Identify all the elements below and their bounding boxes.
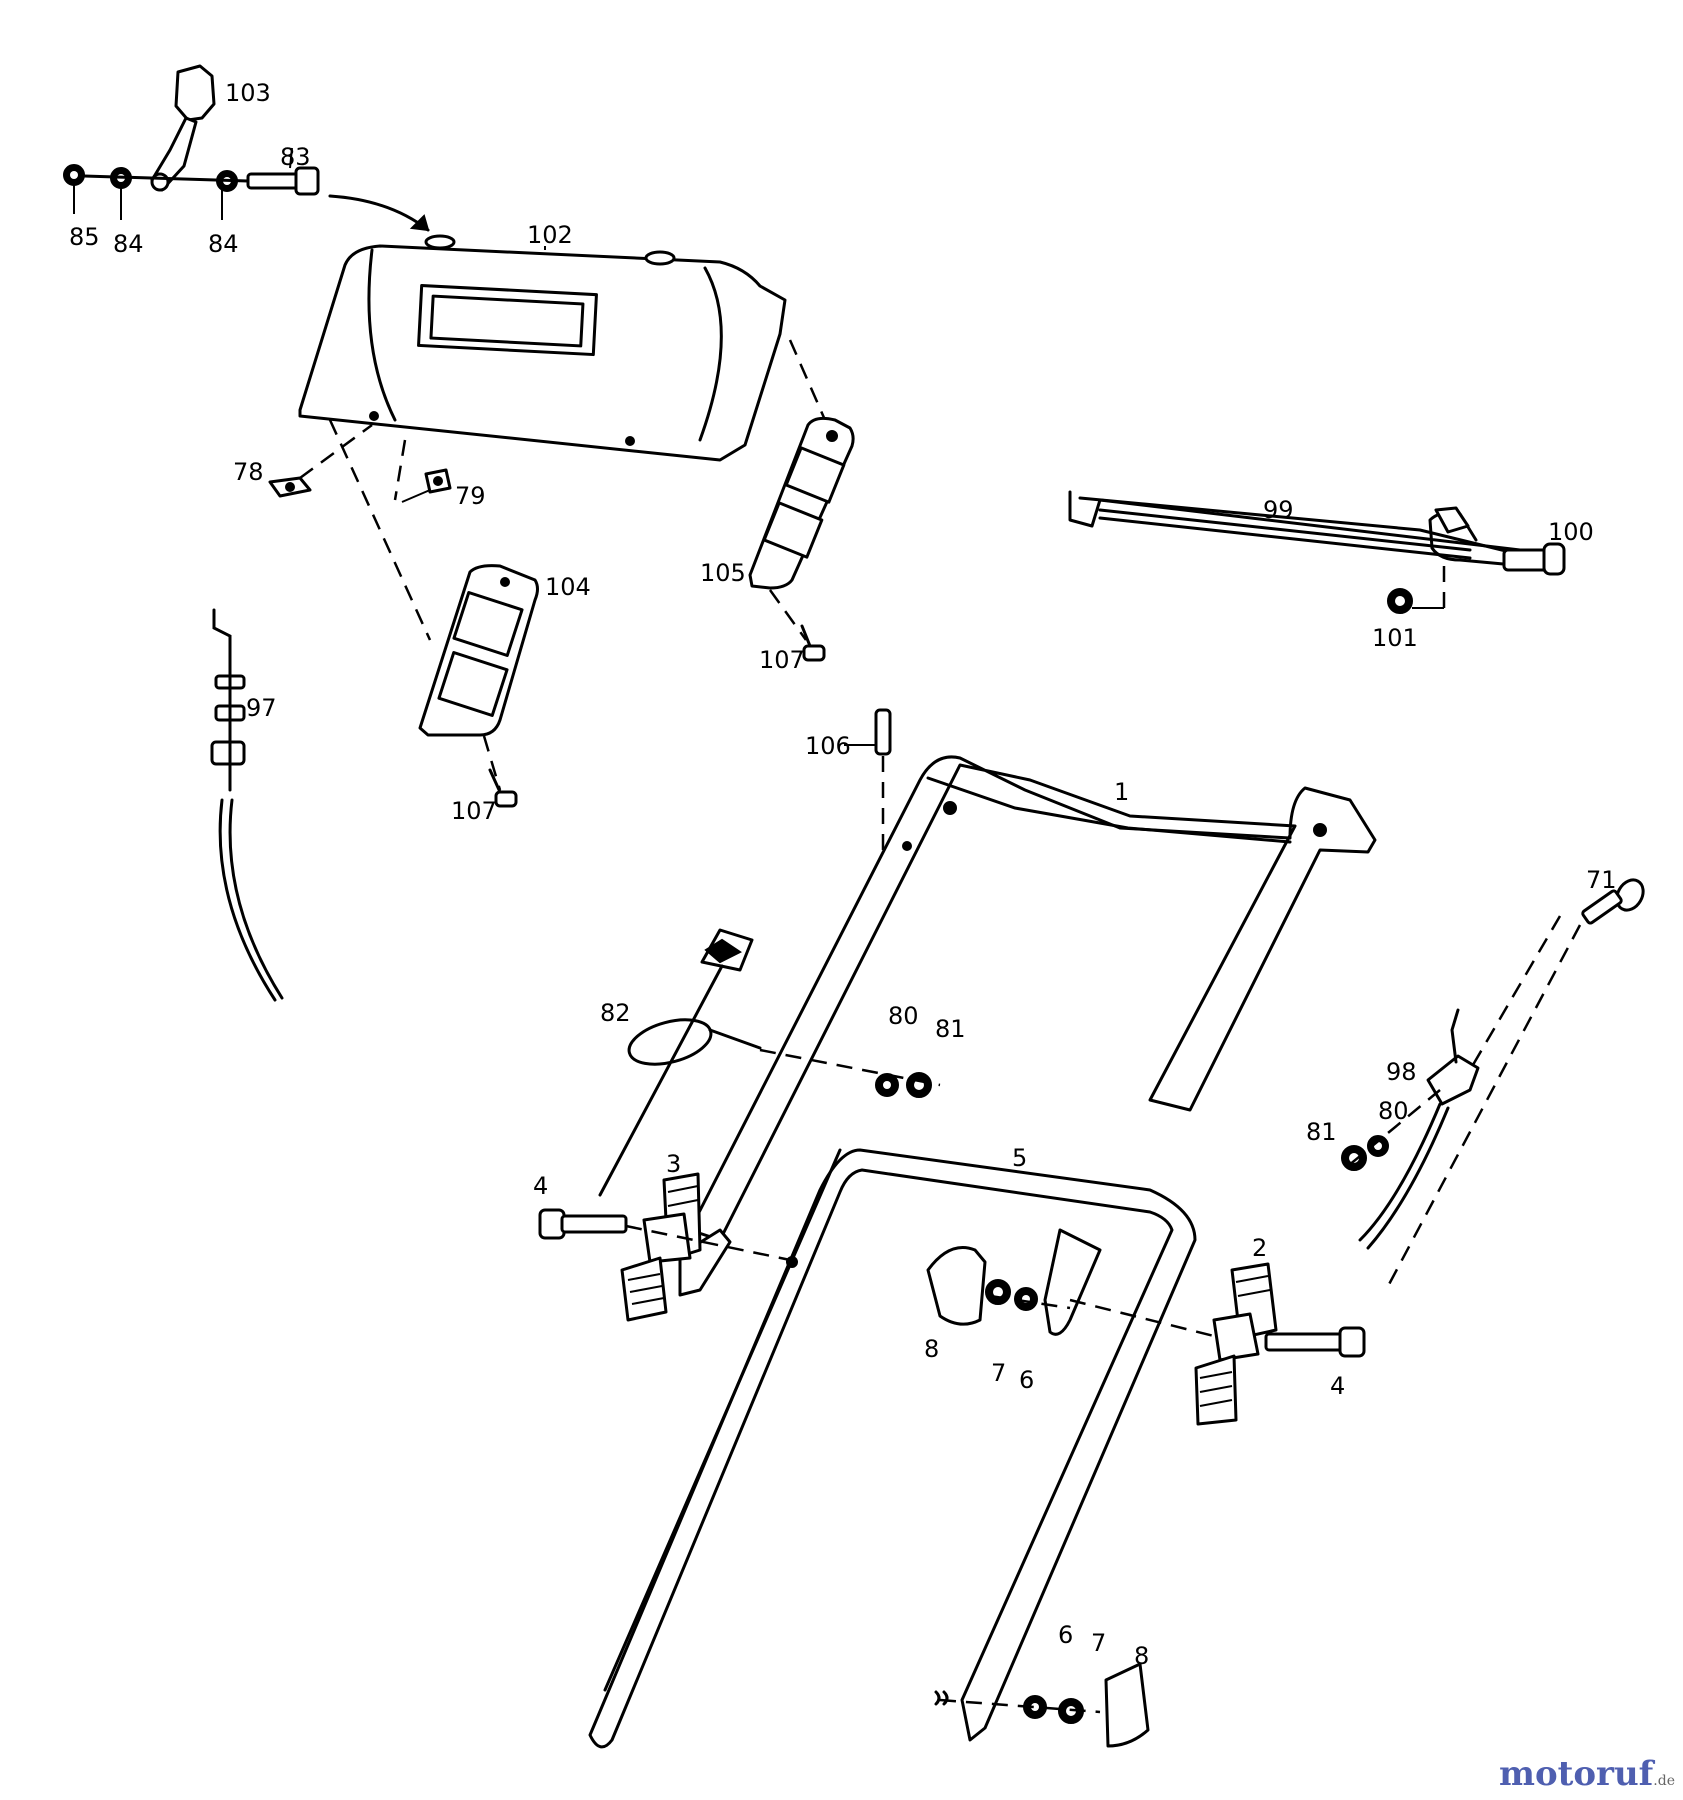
watermark-brand: motoruf bbox=[1499, 1754, 1654, 1794]
label-104: 104 bbox=[545, 573, 591, 601]
dash-104-107 bbox=[482, 735, 502, 791]
label-7-lower: 7 bbox=[1091, 1629, 1106, 1657]
bracket-105 bbox=[748, 416, 855, 590]
cable-97 bbox=[210, 608, 284, 1002]
dash-cover-104-a bbox=[328, 419, 432, 641]
label-8-upper: 8 bbox=[924, 1335, 939, 1363]
label-99: 99 bbox=[1263, 496, 1294, 524]
control-panel-cover-102 bbox=[298, 234, 787, 462]
label-101: 101 bbox=[1372, 624, 1418, 652]
label-6-upper: 6 bbox=[1019, 1366, 1034, 1394]
nut-81-top bbox=[906, 1072, 932, 1098]
clip-78 bbox=[268, 476, 312, 498]
label-107-right: 107 bbox=[759, 646, 805, 674]
leader-83 bbox=[289, 147, 293, 169]
nut-101 bbox=[1387, 588, 1413, 614]
label-81-top: 81 bbox=[935, 1015, 966, 1043]
dash-bolt4-knob3 bbox=[625, 1224, 801, 1264]
washer-7-upper bbox=[985, 1279, 1011, 1305]
pin-106 bbox=[874, 708, 892, 756]
assembly-arrow bbox=[328, 194, 430, 232]
dash-71-98 bbox=[1468, 915, 1562, 1071]
cap-8-upper bbox=[926, 1246, 987, 1326]
label-85: 85 bbox=[69, 223, 100, 251]
label-97: 97 bbox=[246, 694, 277, 722]
label-103: 103 bbox=[225, 79, 271, 107]
watermark-logo: motoruf.de bbox=[1499, 1754, 1675, 1794]
label-84-right: 84 bbox=[208, 230, 239, 258]
cable-bracket-98 bbox=[1358, 1008, 1480, 1250]
label-8-lower: 8 bbox=[1134, 1642, 1149, 1670]
label-4-right: 4 bbox=[1330, 1372, 1345, 1400]
label-7-upper: 7 bbox=[991, 1359, 1006, 1387]
label-80-right: 80 bbox=[1378, 1097, 1409, 1125]
bolt-83 bbox=[246, 166, 320, 196]
label-79: 79 bbox=[455, 482, 486, 510]
label-107-left: 107 bbox=[451, 797, 497, 825]
bolt-4-left bbox=[538, 1208, 628, 1240]
knob-3 bbox=[620, 1172, 702, 1322]
dash-71-cable bbox=[1384, 924, 1582, 1291]
lower-handle-5 bbox=[588, 1148, 1197, 1749]
label-84-left: 84 bbox=[113, 230, 144, 258]
axis-line-lever bbox=[82, 174, 250, 183]
choke-lever-82 bbox=[598, 928, 762, 1197]
label-105: 105 bbox=[700, 559, 746, 587]
assembly-arrow-head bbox=[409, 214, 430, 232]
label-106: 106 bbox=[805, 732, 851, 760]
bail-lever-99 bbox=[1068, 490, 1527, 568]
dash-78-cover bbox=[299, 423, 373, 480]
leader-79 bbox=[401, 489, 431, 503]
upper-handle-1 bbox=[678, 755, 1377, 1297]
cap-8-lower bbox=[1104, 1662, 1150, 1748]
dash-80-98 bbox=[1347, 1089, 1441, 1167]
screw-71 bbox=[1581, 878, 1645, 925]
screw-107-right bbox=[800, 624, 826, 662]
washer-80-top bbox=[875, 1073, 899, 1097]
label-6-lower: 6 bbox=[1058, 1621, 1073, 1649]
bolt-4-right bbox=[1264, 1326, 1366, 1358]
screw-100 bbox=[1502, 542, 1566, 576]
throttle-lever-103 bbox=[150, 64, 216, 192]
spring-mark bbox=[934, 1690, 949, 1706]
nut-81-right bbox=[1341, 1145, 1367, 1171]
bracket-104 bbox=[418, 564, 539, 737]
label-98: 98 bbox=[1386, 1058, 1417, 1086]
label-3: 3 bbox=[666, 1150, 681, 1178]
label-80-top: 80 bbox=[888, 1002, 919, 1030]
dash-cover-105 bbox=[788, 339, 827, 421]
clip-79 bbox=[424, 468, 452, 494]
nut-85 bbox=[63, 164, 85, 186]
watermark-suffix: .de bbox=[1653, 1773, 1675, 1789]
label-102: 102 bbox=[527, 221, 573, 249]
label-2: 2 bbox=[1252, 1234, 1267, 1262]
knob-2 bbox=[1194, 1262, 1278, 1426]
label-4-left: 4 bbox=[533, 1172, 548, 1200]
dash-79-cover bbox=[393, 439, 407, 501]
label-5: 5 bbox=[1012, 1144, 1027, 1172]
label-100: 100 bbox=[1548, 518, 1594, 546]
dash-82-81 bbox=[759, 1048, 941, 1087]
label-1: 1 bbox=[1114, 778, 1129, 806]
dash-cap-lower bbox=[939, 1698, 1101, 1714]
label-71: 71 bbox=[1586, 866, 1617, 894]
label-78: 78 bbox=[233, 458, 264, 486]
label-83: 83 bbox=[280, 143, 311, 171]
dash-105-107 bbox=[768, 589, 808, 641]
label-81-right: 81 bbox=[1306, 1118, 1337, 1146]
label-82: 82 bbox=[600, 999, 631, 1027]
dash-cap-upper bbox=[989, 1294, 1071, 1310]
